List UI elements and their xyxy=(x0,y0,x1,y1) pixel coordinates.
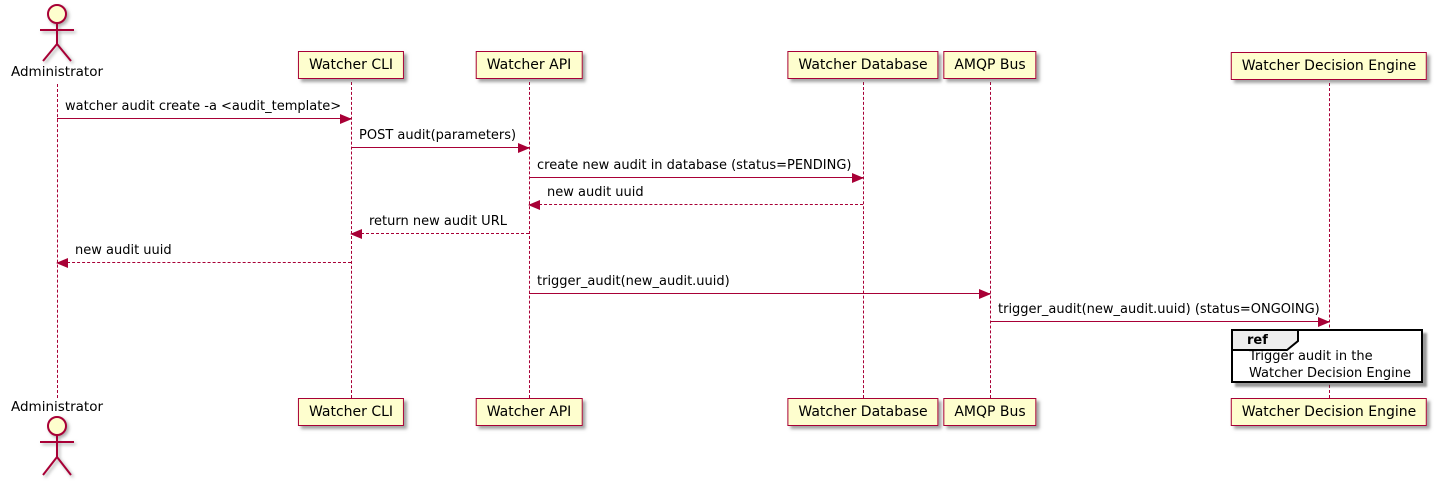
participant-watcher-cli-bottom: Watcher CLI xyxy=(297,398,405,426)
actor-icon xyxy=(40,416,74,476)
ref-keyword: ref xyxy=(1247,333,1268,348)
participant-amqp-bus-bottom: AMQP Bus xyxy=(943,398,1037,426)
message-label: watcher audit create -a <audit_template> xyxy=(65,99,342,114)
arrow-line xyxy=(990,321,1329,322)
arrow-line xyxy=(351,147,529,148)
lifeline-watcher-api xyxy=(529,82,530,398)
arrowhead-right-icon xyxy=(979,288,991,299)
ref-text-line2: Watcher Decision Engine xyxy=(1249,366,1411,381)
arrow-line xyxy=(57,262,351,263)
participant-watcher-decision-engine-top: Watcher Decision Engine xyxy=(1230,52,1428,80)
lifeline-watcher-database xyxy=(863,82,864,398)
lifeline-watcher-cli xyxy=(351,82,352,398)
ref-text: Trigger audit in the Watcher Decision En… xyxy=(1249,348,1417,382)
arrowhead-right-icon xyxy=(340,113,352,124)
actor-icon xyxy=(40,4,74,62)
message-label: new audit uuid xyxy=(75,243,172,258)
participant-watcher-database-bottom: Watcher Database xyxy=(787,398,939,426)
arrowhead-left-icon xyxy=(56,257,68,268)
message-label: create new audit in database (status=PEN… xyxy=(537,158,852,173)
lifeline-watcher-decision-engine xyxy=(1329,83,1330,398)
message-label: POST audit(parameters) xyxy=(359,128,517,143)
participant-watcher-decision-engine-bottom: Watcher Decision Engine xyxy=(1230,398,1428,426)
arrow-line xyxy=(351,233,529,234)
ref-text-line1: Trigger audit in the xyxy=(1249,349,1373,364)
arrow-line xyxy=(529,204,863,205)
arrow-line xyxy=(529,293,990,294)
arrowhead-right-icon xyxy=(1318,316,1330,327)
message-label: trigger_audit(new_audit.uuid) (status=ON… xyxy=(998,302,1320,317)
actor-administrator-bottom xyxy=(31,414,83,484)
participant-watcher-api-top: Watcher API xyxy=(475,51,583,79)
message-label: new audit uuid xyxy=(547,185,644,200)
arrowhead-left-icon xyxy=(350,228,362,239)
ref-fragment: ref Trigger audit in the Watcher Decisio… xyxy=(1231,329,1423,383)
arrow-line xyxy=(57,118,351,119)
message-label: return new audit URL xyxy=(369,214,507,229)
arrowhead-left-icon xyxy=(528,199,540,210)
actor-administrator-top xyxy=(31,3,83,69)
message-label: trigger_audit(new_audit.uuid) xyxy=(537,274,730,289)
participant-amqp-bus-top: AMQP Bus xyxy=(943,51,1037,79)
arrowhead-right-icon xyxy=(852,172,864,183)
arrow-line xyxy=(529,177,863,178)
participant-watcher-api-bottom: Watcher API xyxy=(475,398,583,426)
participant-watcher-cli-top: Watcher CLI xyxy=(297,51,405,79)
lifeline-amqp-bus xyxy=(990,82,991,398)
arrowhead-right-icon xyxy=(518,142,530,153)
lifeline-administrator xyxy=(57,84,58,398)
ref-header-pentagon-icon xyxy=(1231,329,1299,351)
participant-watcher-database-top: Watcher Database xyxy=(787,51,939,79)
actor-label-top: Administrator xyxy=(10,64,104,80)
actor-label-bottom: Administrator xyxy=(10,399,104,415)
